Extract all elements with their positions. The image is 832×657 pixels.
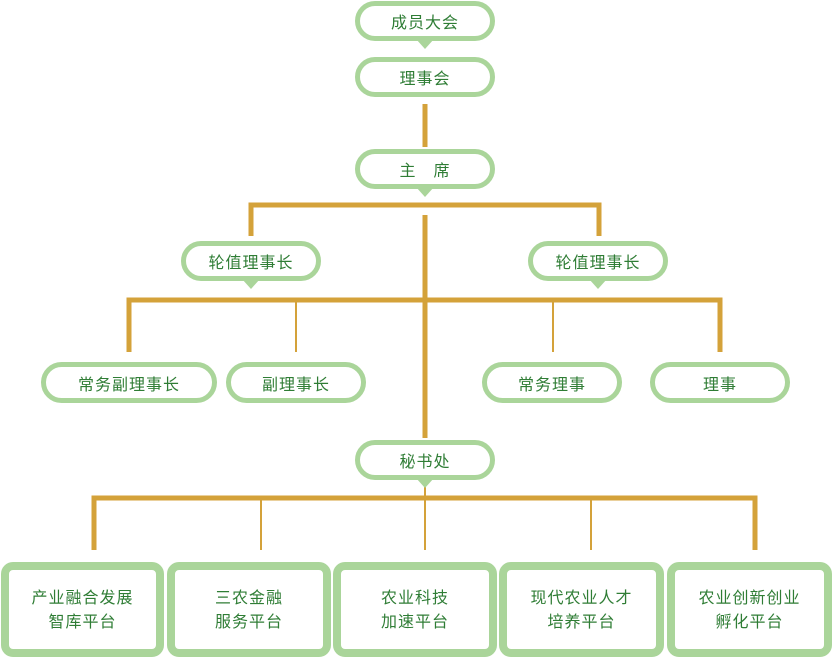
rotating-chair-left-node: 轮值理事长 <box>181 241 321 289</box>
platform-line2: 智库平台 <box>48 611 117 631</box>
council-label: 理事会 <box>399 69 451 88</box>
executive-vice-chair-node: 常务副理事长 <box>41 362 217 403</box>
member-assembly-node: 成员大会 <box>355 1 495 49</box>
platform-line2: 孵化平台 <box>715 611 784 631</box>
platform-incubator: 农业创新创业 孵化平台 <box>667 562 832 657</box>
platform-line1: 现代农业人才 <box>530 587 633 607</box>
rotating-chair-right-label: 轮值理事长 <box>555 253 641 272</box>
platform-line2: 加速平台 <box>380 611 449 631</box>
platform-line1: 农业创新创业 <box>698 587 801 607</box>
vice-chair-node: 副理事长 <box>226 362 366 403</box>
rotating-chair-right-node: 轮值理事长 <box>528 241 668 289</box>
officers-branch-line <box>126 297 723 352</box>
platform-line1: 三农金融 <box>214 587 283 607</box>
platform-think-tank: 产业融合发展 智库平台 <box>1 562 164 657</box>
executive-director-node: 常务理事 <box>482 362 622 403</box>
secretariat-node: 秘书处 <box>355 440 495 488</box>
rotating-chair-left-label: 轮值理事长 <box>208 253 294 272</box>
chairman-label: 主 席 <box>399 161 451 180</box>
platform-line1: 产业融合发展 <box>31 587 134 607</box>
platform-finance: 三农金融 服务平台 <box>167 562 331 657</box>
platform-talent: 现代农业人才 培养平台 <box>499 562 664 657</box>
platform-tech-accelerator: 农业科技 加速平台 <box>333 562 497 657</box>
council-node: 理事会 <box>355 57 495 97</box>
platform-line2: 培养平台 <box>547 611 616 631</box>
platform-line1: 农业科技 <box>380 587 449 607</box>
executive-director-label: 常务理事 <box>517 374 586 394</box>
member-assembly-label: 成员大会 <box>390 13 459 32</box>
chairman-to-rotating-chairs-line <box>248 202 602 236</box>
chairman-node: 主 席 <box>355 149 495 197</box>
secretariat-label: 秘书处 <box>399 452 451 471</box>
director-label: 理事 <box>702 374 737 394</box>
vice-chair-label: 副理事长 <box>261 374 330 394</box>
director-node: 理事 <box>650 362 790 403</box>
platform-line2: 服务平台 <box>214 611 283 631</box>
executive-vice-chair-label: 常务副理事长 <box>77 374 180 394</box>
